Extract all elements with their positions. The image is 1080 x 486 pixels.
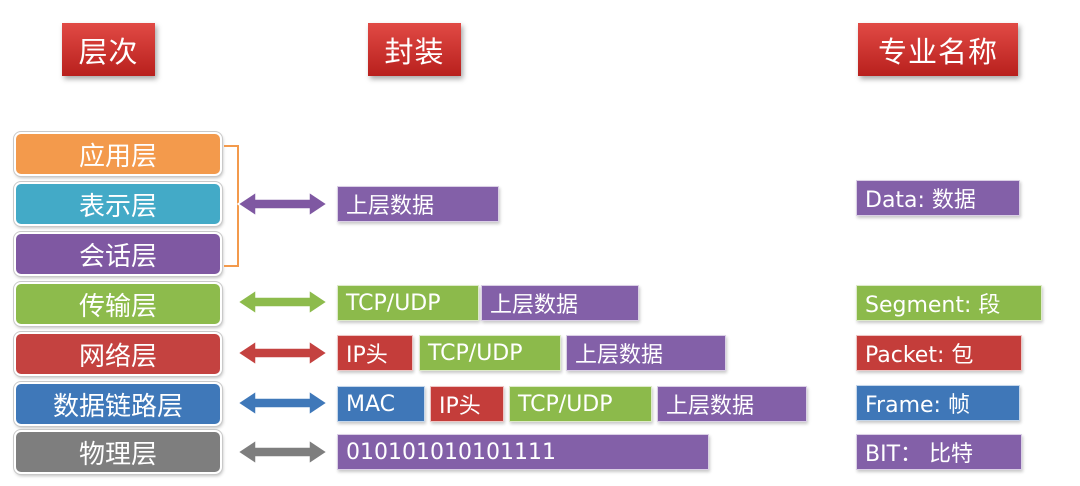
name-packet: Packet: 包 — [856, 335, 1022, 371]
layer-physical: 物理层 — [14, 430, 222, 474]
name-bit: BIT： 比特 — [856, 434, 1022, 470]
encap-datalink-ip-header: IP头 — [430, 386, 504, 422]
arrow-physical — [236, 438, 329, 466]
encap-datalink-mac: MAC — [337, 386, 425, 422]
arrow-network — [236, 339, 329, 367]
encap-transport-upper-data: 上层数据 — [481, 285, 639, 321]
encap-network-upper-data: 上层数据 — [566, 335, 726, 371]
layer-application: 应用层 — [14, 132, 222, 176]
layer-transport: 传输层 — [14, 282, 222, 326]
encap-network-ip-header: IP头 — [337, 335, 413, 371]
encap-transport-tcpudp: TCP/UDP — [337, 285, 479, 321]
encap-physical-bits: 010101010101111 — [337, 434, 709, 470]
header-layer: 层次 — [62, 23, 155, 76]
arrow-upper — [236, 190, 329, 218]
arrow-datalink — [236, 389, 329, 417]
encap-datalink-upper-data: 上层数据 — [657, 386, 807, 422]
name-segment: Segment: 段 — [856, 285, 1042, 321]
header-professional-name: 专业名称 — [858, 23, 1018, 76]
layer-datalink: 数据链路层 — [14, 382, 222, 426]
encap-network-tcpudp: TCP/UDP — [419, 335, 561, 371]
upper-layers-bracket — [224, 145, 239, 267]
layer-session: 会话层 — [14, 232, 222, 276]
encap-upper-data: 上层数据 — [337, 186, 499, 222]
encap-datalink-tcpudp: TCP/UDP — [509, 386, 652, 422]
name-data: Data: 数据 — [856, 180, 1020, 216]
name-frame: Frame: 帧 — [856, 385, 1020, 421]
layer-network: 网络层 — [14, 332, 222, 376]
layer-presentation: 表示层 — [14, 182, 222, 226]
header-encapsulation: 封装 — [368, 23, 461, 76]
arrow-transport — [236, 288, 329, 316]
